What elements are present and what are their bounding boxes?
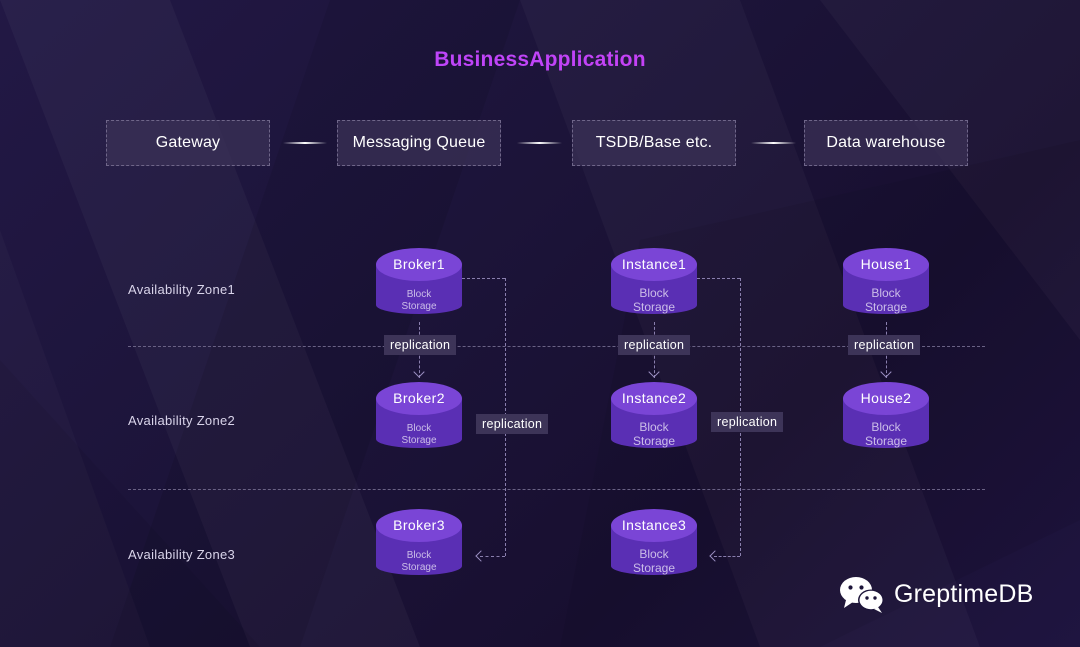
pipeline-connector — [517, 142, 562, 144]
gateway-label: Gateway — [155, 134, 221, 151]
replication-line — [462, 278, 505, 279]
gateway-box: Gateway — [106, 120, 270, 166]
data-warehouse-label: Data warehouse — [826, 134, 946, 151]
replication-line — [480, 556, 505, 557]
zone-separator-1-2 — [128, 346, 985, 347]
zone-label-1: Availability Zone1 — [128, 282, 236, 297]
node-name: Broker1 — [393, 256, 445, 272]
replication-tag: replication — [476, 414, 549, 434]
pipeline-connector — [751, 142, 796, 144]
tsdb-box: TSDB/Base etc. — [572, 120, 736, 166]
zone-separator-2-3 — [128, 489, 985, 490]
node-name: Broker3 — [393, 517, 445, 533]
node-name: Broker2 — [393, 390, 445, 406]
messaging-queue-label: Messaging Queue — [352, 134, 486, 151]
node-name: House1 — [860, 256, 912, 272]
replication-tag: replication — [848, 335, 921, 355]
node-name: Instance1 — [621, 256, 687, 272]
tsdb-label: TSDB/Base etc. — [595, 134, 713, 151]
zone-label-2: Availability Zone2 — [128, 413, 236, 428]
wechat-icon — [840, 577, 884, 613]
replication-line — [714, 556, 740, 557]
node-name: House2 — [860, 390, 912, 406]
brand-name: GreptimeDB — [894, 579, 1034, 608]
node-name: Instance2 — [621, 390, 687, 406]
data-warehouse-box: Data warehouse — [804, 120, 968, 166]
brand-watermark: GreptimeDB — [838, 574, 1034, 614]
replication-tag: replication — [384, 335, 457, 355]
node-name: Instance3 — [621, 517, 687, 533]
replication-tag: replication — [618, 335, 691, 355]
replication-tag: replication — [711, 412, 784, 432]
diagram-title: BusinessApplication — [0, 48, 1080, 72]
replication-line — [697, 278, 740, 279]
pipeline-connector — [283, 142, 327, 144]
messaging-queue-box: Messaging Queue — [337, 120, 501, 166]
zone-label-3: Availability Zone3 — [128, 547, 236, 562]
